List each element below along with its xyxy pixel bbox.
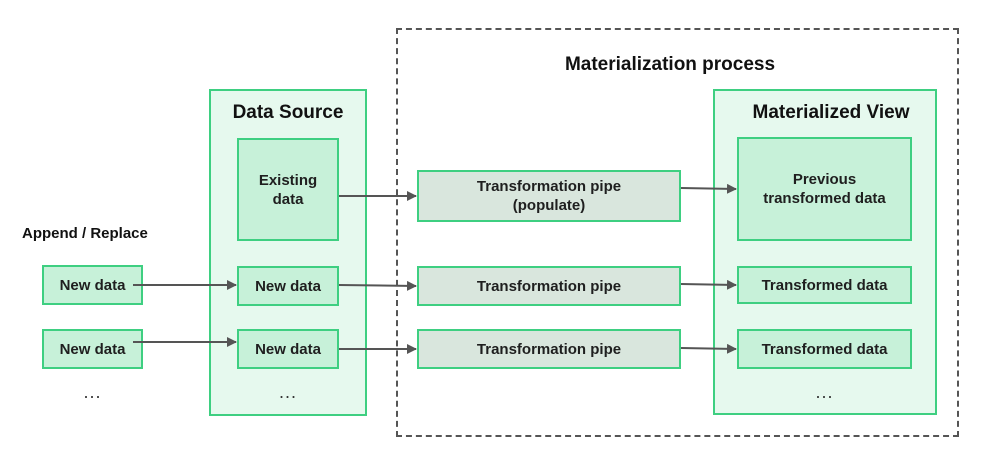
- transformed-data-2: Transformed data: [737, 329, 912, 369]
- append-replace-label: Append / Replace: [22, 225, 148, 242]
- previous-transformed-data-box: Previous transformed data: [737, 137, 912, 241]
- transformation-pipe-populate: Transformation pipe (populate): [417, 170, 681, 222]
- input-ellipsis: ...: [83, 382, 102, 402]
- materialized-view-title: Materialized View: [752, 102, 910, 123]
- arrow-source1-to-pipe: [338, 280, 417, 291]
- view-ellipsis: ...: [815, 382, 834, 402]
- transformed-data-1: Transformed data: [737, 266, 912, 304]
- input-new-data-2: New data: [42, 329, 143, 369]
- materialization-process-title: Materialization process: [564, 54, 776, 75]
- arrow-pipe1-to-view: [680, 279, 737, 290]
- arrow-pipe2-to-view: [680, 343, 737, 354]
- data-source-title: Data Source: [232, 102, 344, 123]
- source-ellipsis: ...: [278, 382, 297, 402]
- transformation-pipe-2: Transformation pipe: [417, 329, 681, 369]
- source-new-data-2: New data: [237, 329, 339, 369]
- transformation-pipe-1: Transformation pipe: [417, 266, 681, 306]
- arrow-pipe-to-previous: [680, 183, 737, 194]
- existing-data-box: Existing data: [237, 138, 339, 241]
- materialization-process-region: [396, 28, 959, 437]
- input-new-data-1: New data: [42, 265, 143, 305]
- source-new-data-1: New data: [237, 266, 339, 306]
